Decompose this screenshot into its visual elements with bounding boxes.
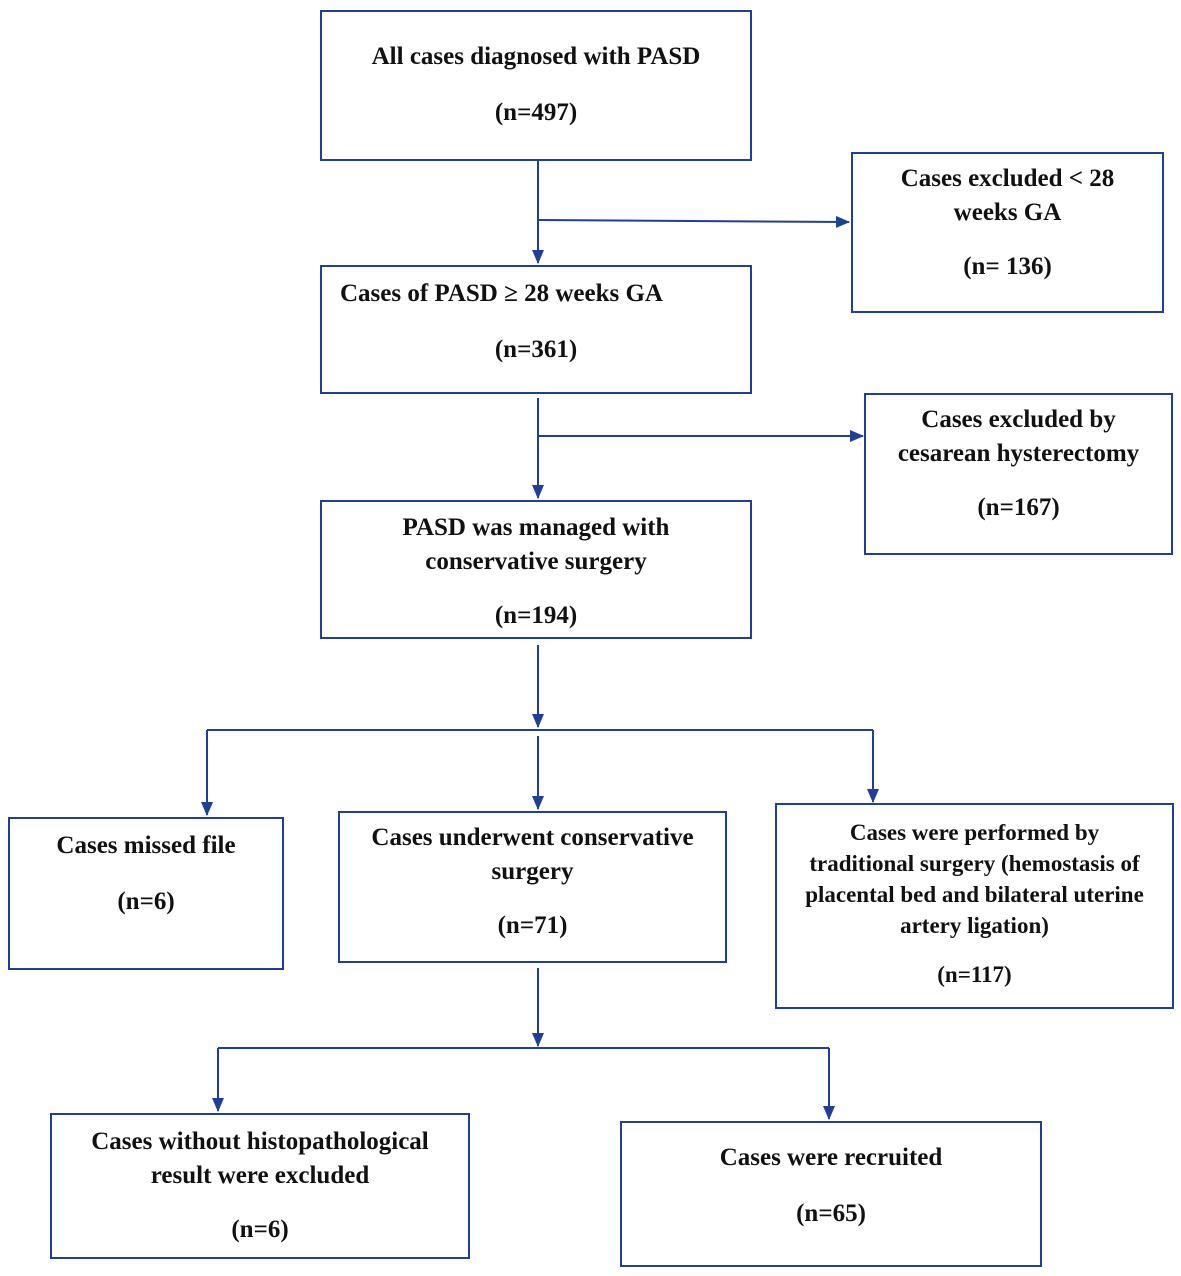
node-traditional: Cases were performed by traditional surg… — [775, 803, 1174, 1009]
node-no-histo: Cases without histopathological result w… — [50, 1113, 470, 1259]
node-ge28-text: Cases of PASD ≥ 28 weeks GA — [340, 280, 663, 307]
node-recruited-text: Cases were recruited — [719, 1144, 943, 1171]
node-excluded-lt28: Cases excluded < 28 weeks GA (n= 136) — [851, 152, 1164, 313]
node-conservative-text: PASD was managed with conservative surge… — [402, 514, 670, 575]
node-conservative-count: (n=194) — [494, 602, 578, 629]
node-all-cases-count: (n=497) — [494, 99, 578, 126]
node-recruited: Cases were recruited (n=65) — [620, 1121, 1042, 1267]
node-traditional-text: Cases were performed by traditional surg… — [805, 820, 1144, 938]
node-missed-file-text: Cases missed file — [56, 832, 236, 859]
node-all-cases: All cases diagnosed with PASD (n=497) — [320, 10, 752, 161]
node-underwent: Cases underwent conservative surgery (n=… — [338, 811, 727, 963]
node-excluded-hysterectomy-text: Cases excluded by cesarean hysterectomy — [897, 406, 1140, 467]
node-missed-file: Cases missed file (n=6) — [8, 817, 284, 970]
node-underwent-count: (n=71) — [497, 912, 568, 939]
node-underwent-text: Cases underwent conservative surgery — [371, 824, 694, 885]
node-excluded-lt28-text: Cases excluded < 28 weeks GA — [900, 165, 1115, 226]
node-excluded-lt28-count: (n= 136) — [963, 253, 1052, 280]
node-ge28-count: (n=361) — [494, 336, 578, 363]
node-recruited-count: (n=65) — [796, 1200, 866, 1227]
node-missed-file-count: (n=6) — [117, 888, 175, 915]
node-excluded-hysterectomy-count: (n=167) — [977, 494, 1060, 521]
node-excluded-hysterectomy: Cases excluded by cesarean hysterectomy … — [864, 393, 1173, 555]
arrow-to-excluded-lt28 — [537, 215, 850, 228]
node-traditional-count: (n=117) — [937, 962, 1012, 987]
node-no-histo-text: Cases without histopathological result w… — [91, 1128, 429, 1189]
node-all-cases-text: All cases diagnosed with PASD — [371, 43, 701, 70]
node-conservative: PASD was managed with conservative surge… — [320, 500, 752, 639]
node-ge28: Cases of PASD ≥ 28 weeks GA (n=361) — [320, 265, 752, 394]
node-no-histo-count: (n=6) — [231, 1216, 289, 1243]
